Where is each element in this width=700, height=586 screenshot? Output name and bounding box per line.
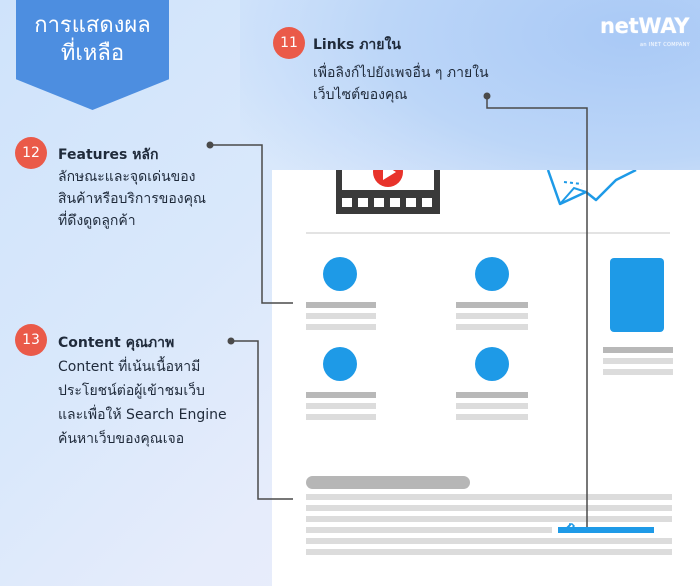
- logo-tagline: an INET COMPANY: [640, 42, 690, 48]
- internal-link-bar[interactable]: [558, 527, 654, 533]
- feature-icon-3: [323, 347, 357, 381]
- callout-12-title: Features หลัก: [58, 147, 159, 163]
- side-banner-image: [610, 258, 664, 332]
- content-line-5: [306, 538, 672, 544]
- section-divider: [306, 232, 670, 234]
- callout-12-badge: 12: [15, 137, 47, 169]
- callout-13-desc-2: ประโยชน์ต่อผู้เข้าชมเว็บ: [58, 383, 205, 399]
- feature-text-2b: [456, 324, 528, 330]
- content-line-4: [306, 527, 552, 533]
- feature-text-4a: [456, 403, 528, 409]
- feature-text-3a: [306, 403, 376, 409]
- callout-13-desc-4: ค้นหาเว็บของคุณเจอ: [58, 431, 185, 447]
- callout-11-desc-1: เพื่อลิงก์ไปยังเพจอื่น ๆ ภายใน: [313, 65, 489, 81]
- callout-13-badge: 13: [15, 324, 47, 356]
- feature-text-4b: [456, 414, 528, 420]
- feature-heading-2: [456, 302, 528, 308]
- callout-11-title: Links ภายใน: [313, 37, 401, 53]
- content-line-1: [306, 494, 672, 500]
- video-icon: [336, 170, 440, 214]
- paper-plane-icon: [546, 170, 637, 206]
- feature-heading-3: [306, 392, 376, 398]
- callout-11-badge: 11: [273, 27, 305, 59]
- side-heading: [603, 347, 673, 353]
- leader-dot-13: [227, 337, 235, 345]
- side-text-b: [603, 369, 673, 375]
- feature-icon-4: [475, 347, 509, 381]
- content-line-2: [306, 505, 672, 511]
- feature-heading-4: [456, 392, 528, 398]
- logo-brand: netWAY: [600, 14, 690, 38]
- website-mockup: [272, 170, 700, 586]
- content-line-6: [306, 549, 672, 555]
- content-line-3: [306, 516, 672, 522]
- callout-13-desc-3: และเพื่อให้ Search Engine: [58, 407, 227, 423]
- feature-icon-2: [475, 257, 509, 291]
- feature-text-1b: [306, 324, 376, 330]
- feature-heading-1: [306, 302, 376, 308]
- callout-12-desc-3: ที่ดึงดูดลูกค้า: [58, 213, 136, 229]
- leader-dot-12: [206, 141, 214, 149]
- callout-13-desc-1: Content ที่เน้นเนื้อหามี: [58, 359, 201, 375]
- feature-icon-1: [323, 257, 357, 291]
- side-text-a: [603, 358, 673, 364]
- feature-text-3b: [306, 414, 376, 420]
- feature-text-1a: [306, 313, 376, 319]
- callout-12-desc-2: สินค้าหรือบริการของคุณ: [58, 191, 206, 207]
- callout-11-desc-2: เว็บไซต์ของคุณ: [313, 87, 408, 103]
- title-banner: การแสดงผล ที่เหลือ: [16, 0, 169, 110]
- banner-line-1: การแสดงผล: [34, 13, 151, 38]
- content-heading-pill: [306, 476, 470, 489]
- callout-13-title: Content คุณภาพ: [58, 335, 175, 351]
- netway-logo: netWAY an INET COMPANY: [600, 14, 690, 54]
- callout-12-desc-1: ลักษณะและจุดเด่นของ: [58, 169, 196, 185]
- link-icon: [563, 523, 576, 532]
- feature-text-2a: [456, 313, 528, 319]
- banner-line-2: ที่เหลือ: [60, 41, 125, 66]
